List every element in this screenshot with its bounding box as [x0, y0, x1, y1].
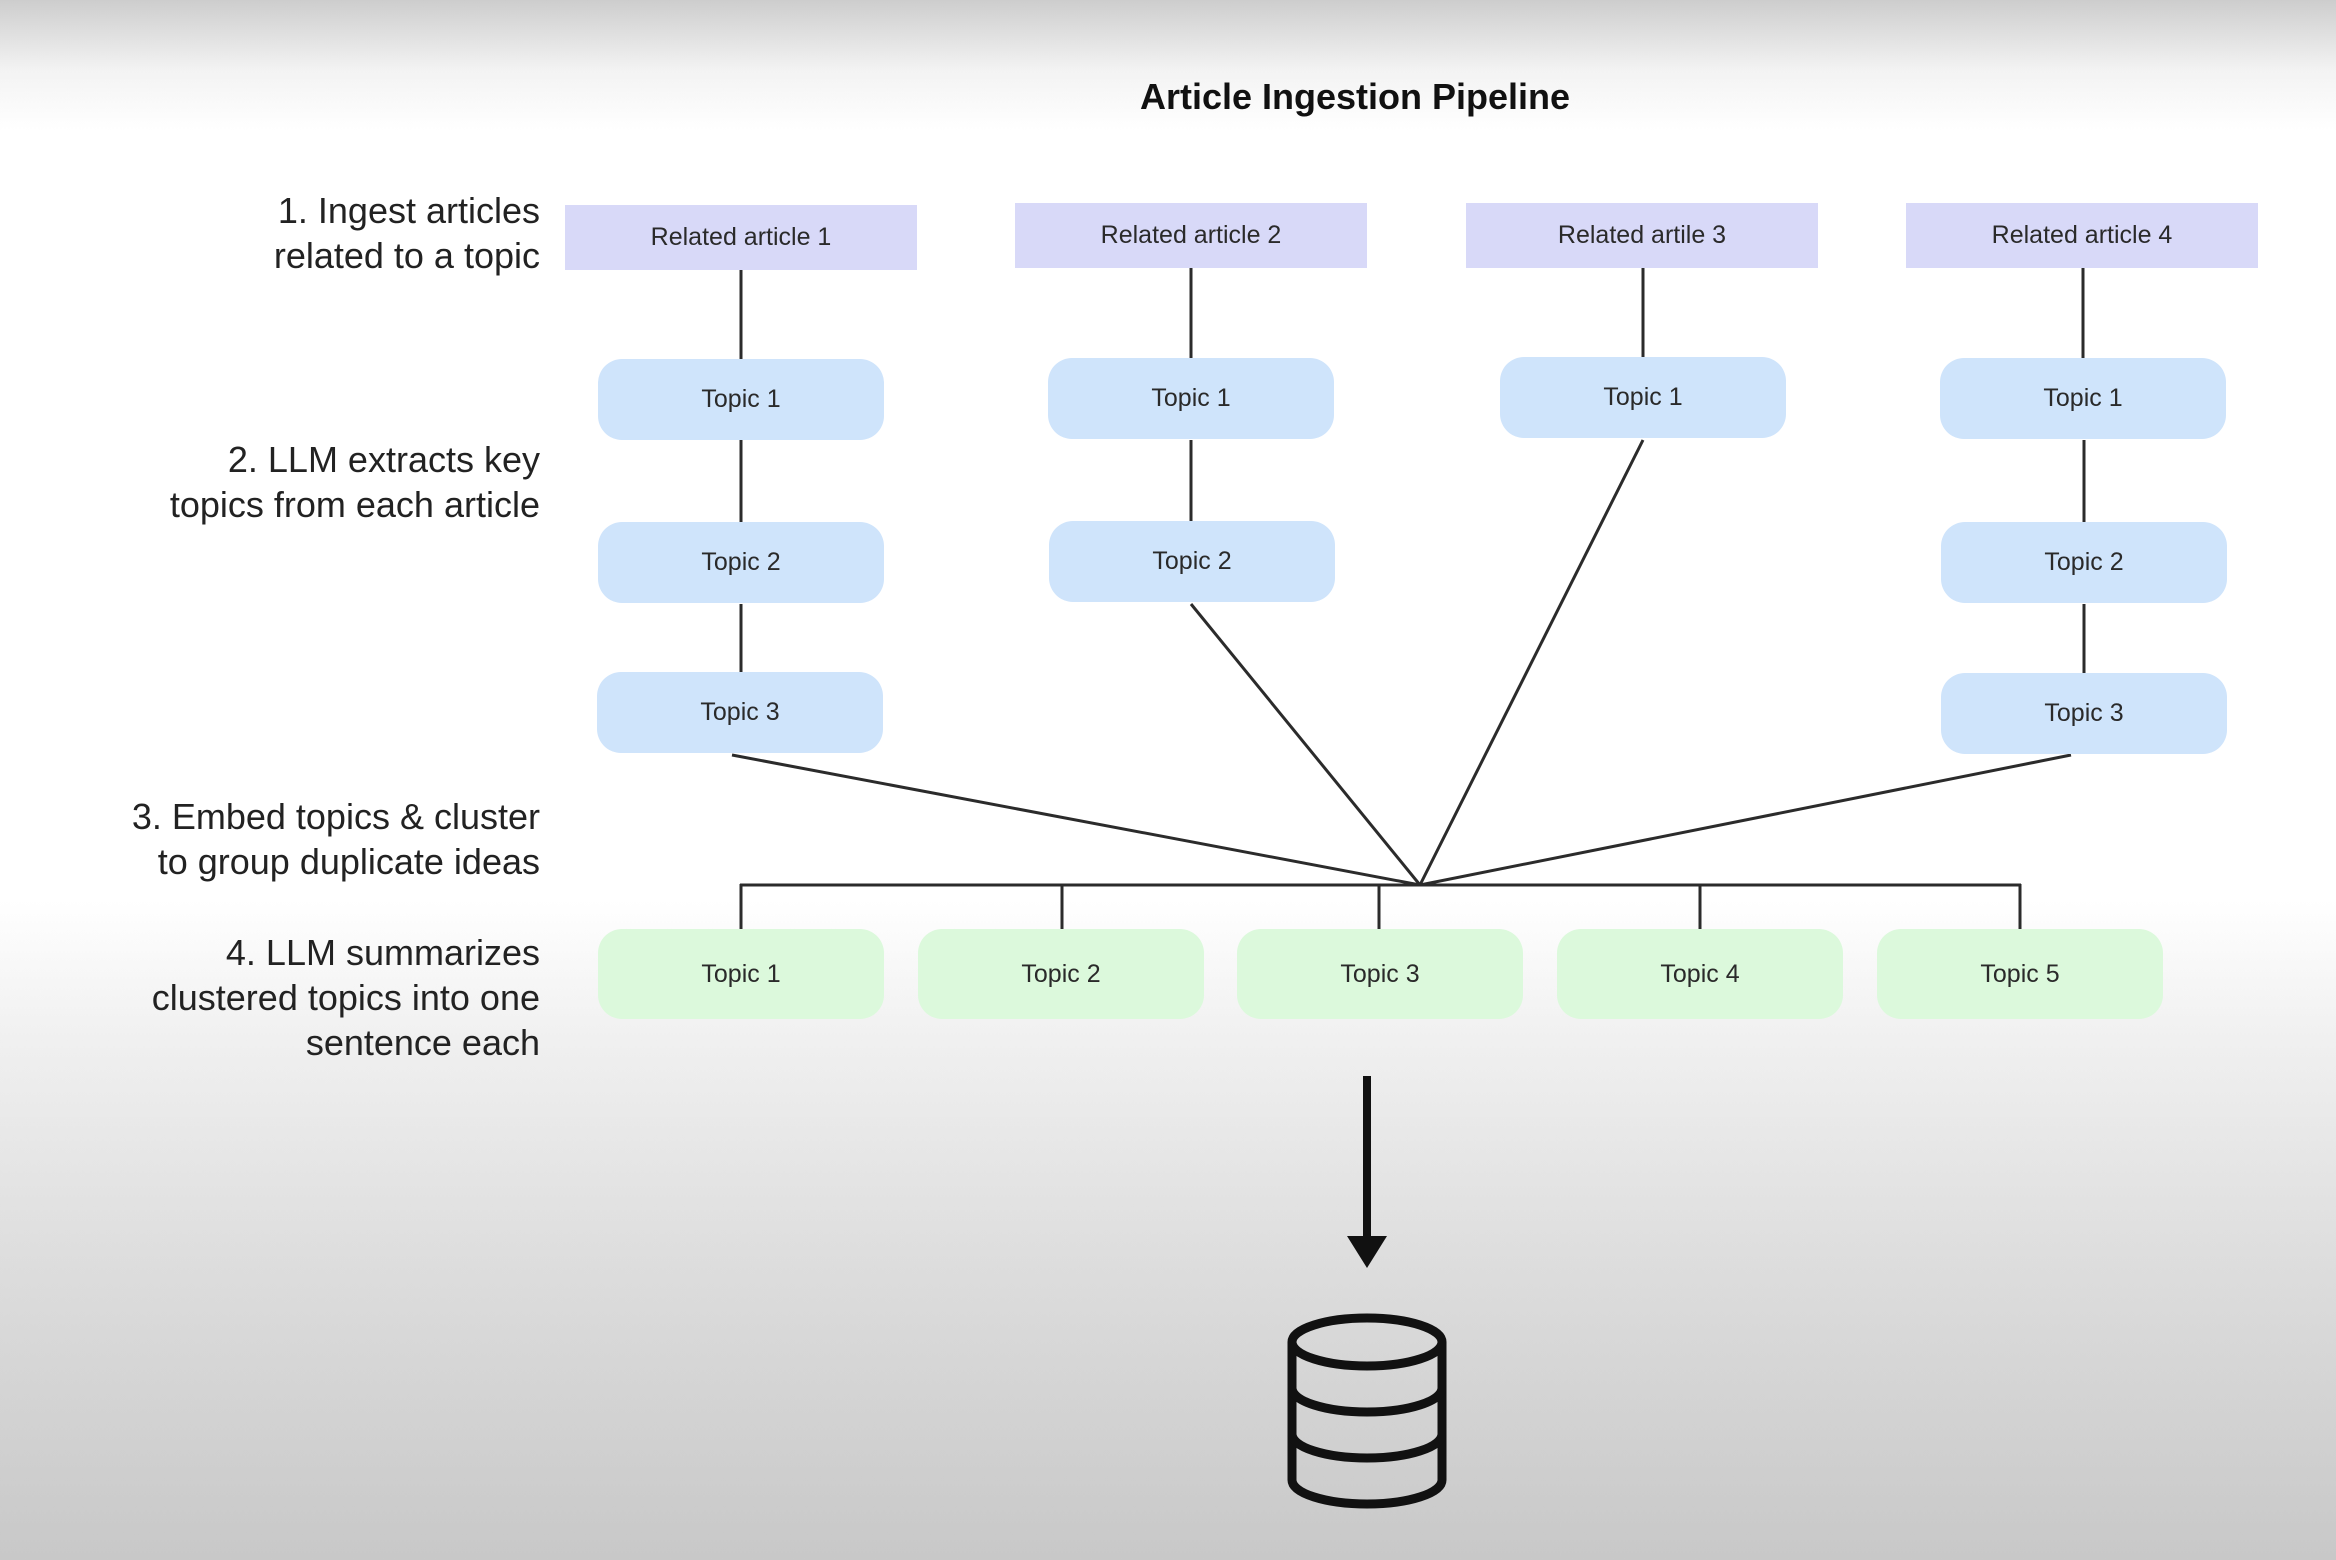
arrow-down-icon	[1347, 1076, 1387, 1268]
a2-topic-2: Topic 2	[1049, 521, 1335, 602]
a1-topic-1: Topic 1	[598, 359, 884, 440]
converge-a1	[731, 753, 1421, 887]
article-box-4: Related article 4	[1906, 203, 2258, 268]
converge-a2	[1189, 603, 1422, 886]
article-box-3: Related artile 3	[1466, 203, 1818, 268]
cluster-topic-3: Topic 3	[1237, 929, 1523, 1019]
a4-topic-2: Topic 2	[1941, 522, 2227, 603]
a1-topic-2: Topic 2	[598, 522, 884, 603]
converge-a4	[1419, 753, 2072, 887]
diagram-title: Article Ingestion Pipeline	[1139, 76, 1571, 117]
a4-topic-3: Topic 3	[1941, 673, 2227, 754]
a4-topic-1: Topic 1	[1940, 358, 2226, 439]
article-box-2: Related article 2	[1015, 203, 1367, 268]
cluster-topic-4: Topic 4	[1557, 929, 1843, 1019]
a2-topic-1: Topic 1	[1048, 358, 1334, 439]
article-box-1: Related article 1	[565, 205, 917, 270]
a1-topic-3: Topic 3	[597, 672, 883, 753]
cluster-topic-5: Topic 5	[1877, 929, 2163, 1019]
converge-a3	[1418, 439, 1645, 886]
cluster-topic-1: Topic 1	[598, 929, 884, 1019]
cluster-topic-2: Topic 2	[918, 929, 1204, 1019]
a3-topic-1: Topic 1	[1500, 357, 1786, 438]
database-icon	[1287, 1313, 1447, 1509]
